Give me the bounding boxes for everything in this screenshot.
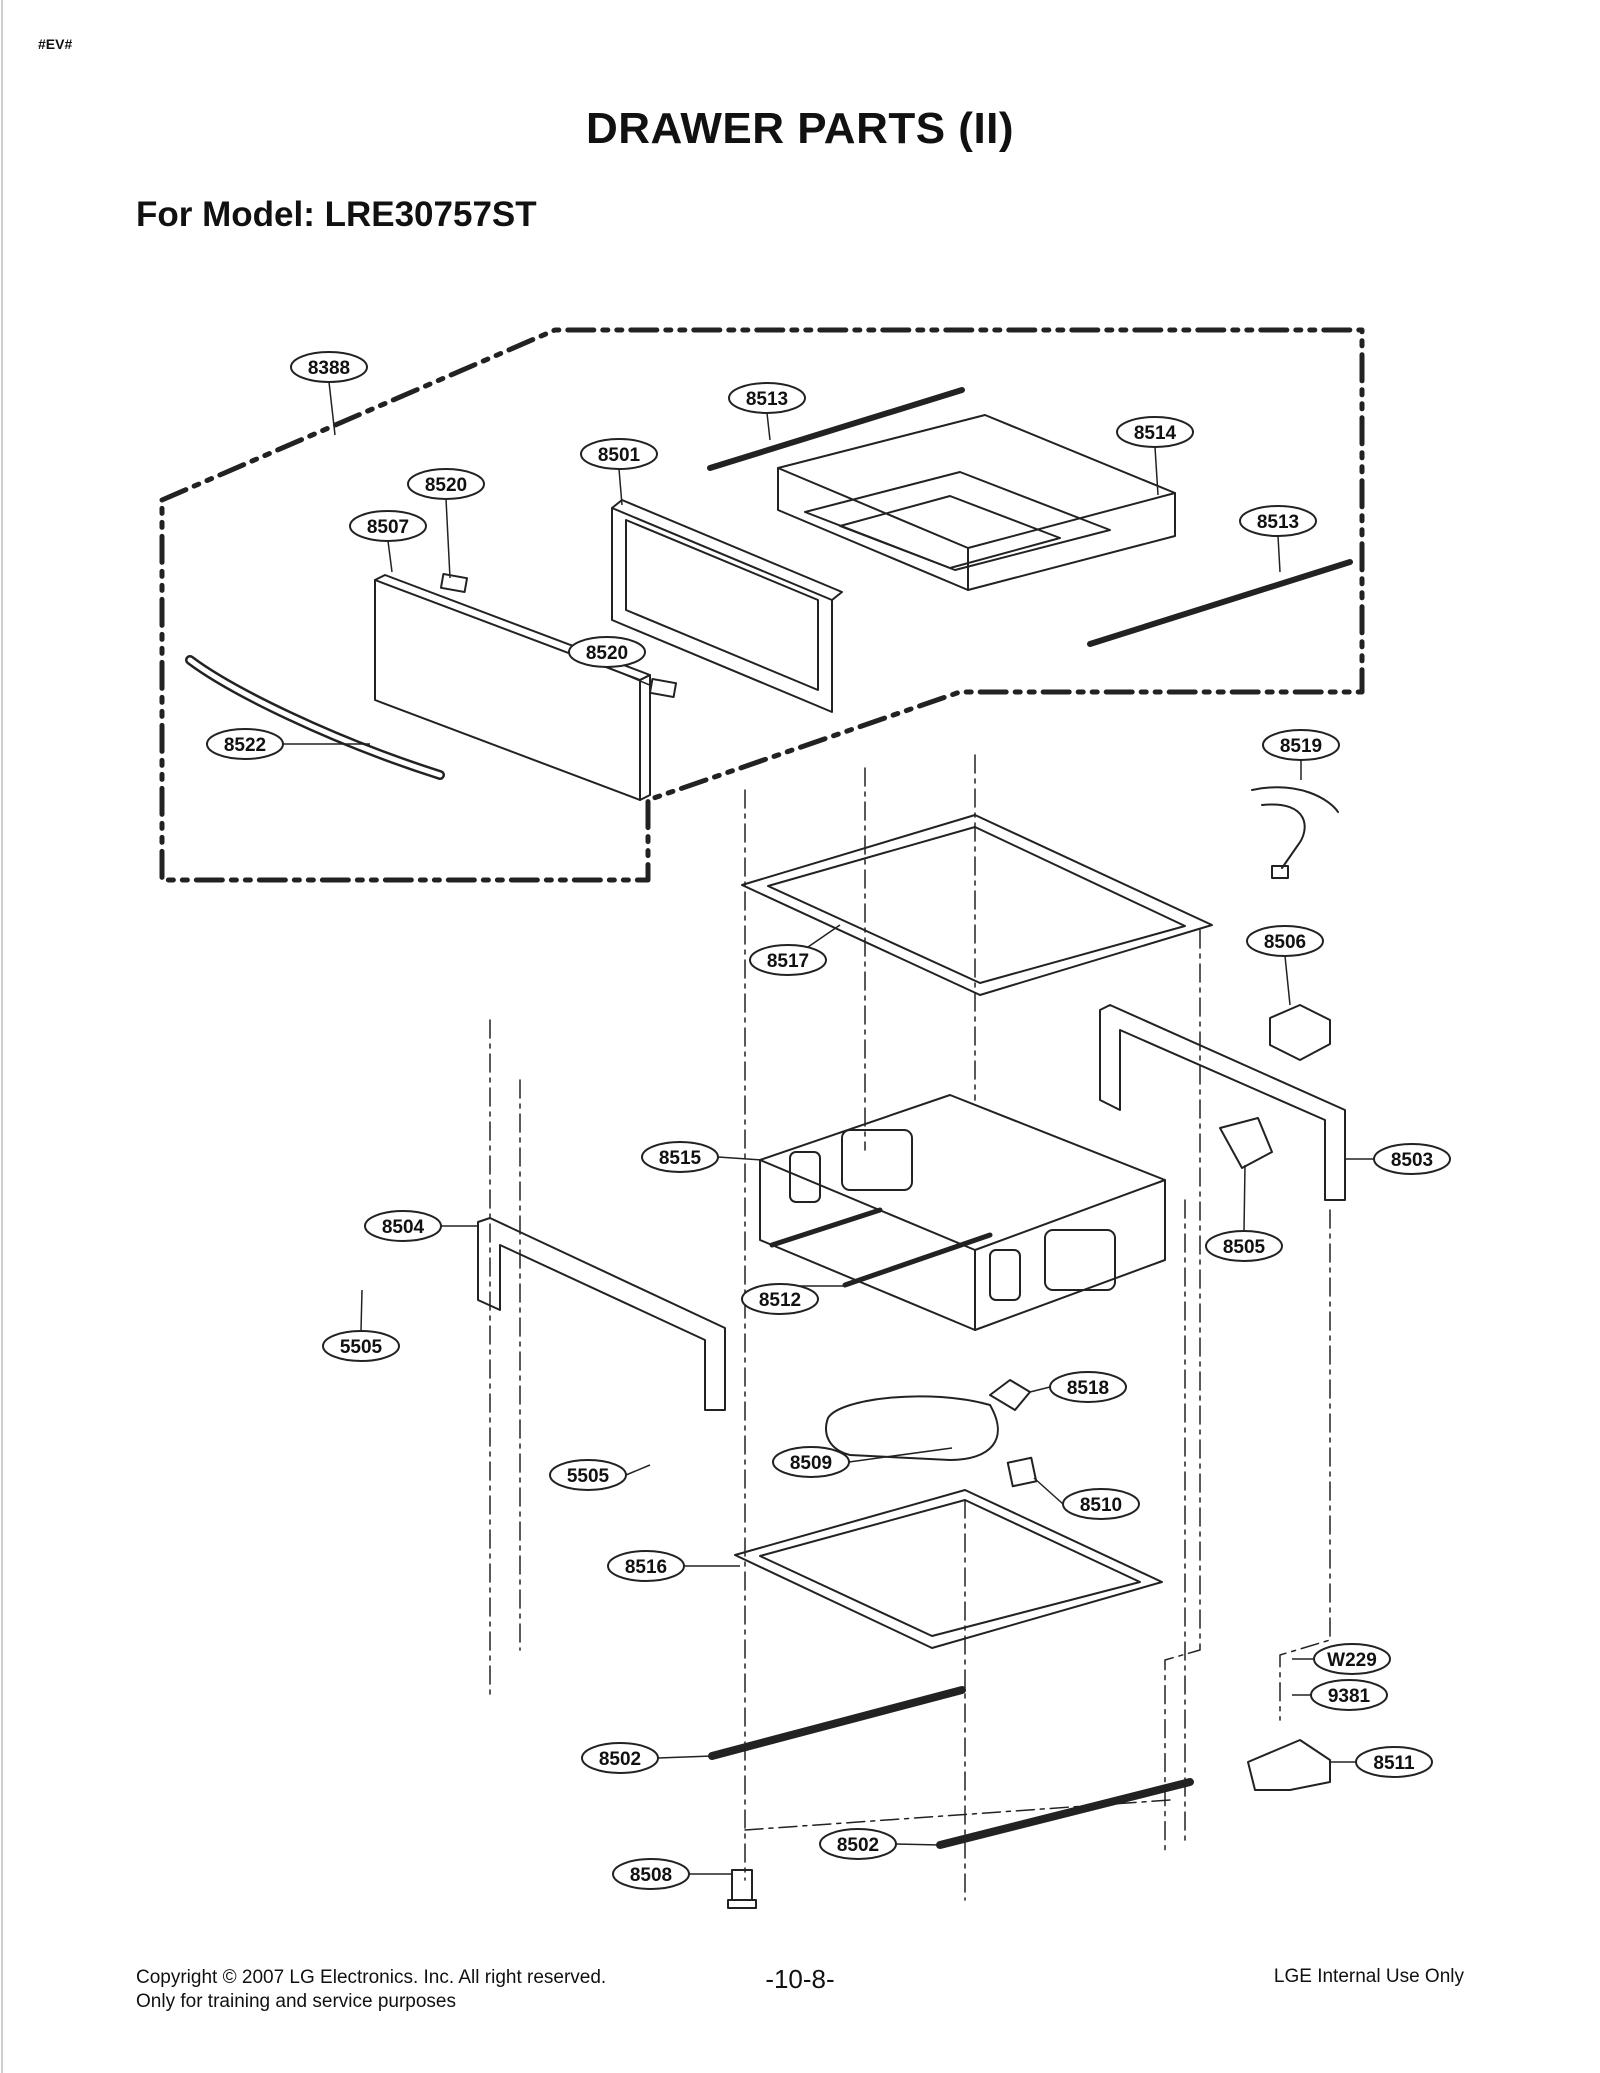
svg-text:8522: 8522 bbox=[224, 735, 266, 756]
svg-text:8520: 8520 bbox=[586, 643, 628, 664]
page-number: -10-8- bbox=[765, 1964, 835, 1994]
svg-text:8520: 8520 bbox=[425, 475, 467, 496]
copyright-text: Copyright © 2007 LG Electronics. Inc. Al… bbox=[136, 1967, 607, 1988]
callout-5505-upper: 5505 bbox=[322, 1289, 400, 1362]
part-8506-bracket bbox=[1269, 1004, 1331, 1061]
callout-8509: 8509 bbox=[772, 1446, 953, 1478]
part-8509-element bbox=[825, 1395, 999, 1461]
callout-8504: 8504 bbox=[364, 1210, 478, 1242]
callout-8522: 8522 bbox=[206, 728, 370, 760]
usage-note: LGE Internal Use Only bbox=[1273, 1966, 1464, 1987]
part-8514-drawer-box bbox=[777, 414, 1176, 591]
callout-8510: 8510 bbox=[1033, 1477, 1140, 1520]
part-8508-leveler bbox=[727, 1869, 757, 1909]
callout-8512: 8512 bbox=[741, 1283, 845, 1315]
svg-text:8512: 8512 bbox=[759, 1290, 801, 1311]
part-8504-front-frame bbox=[477, 1217, 726, 1411]
part-8518-terminal bbox=[989, 1379, 1031, 1411]
part-8520-bracket-lower bbox=[648, 678, 678, 698]
svg-text:5505: 5505 bbox=[340, 1337, 383, 1358]
part-8512-strip-lower bbox=[842, 1232, 993, 1288]
training-note: Only for training and service purposes bbox=[136, 1991, 456, 2012]
part-8513-rail-left bbox=[707, 387, 965, 471]
callout-8520-upper: 8520 bbox=[407, 468, 485, 579]
callout-8505: 8505 bbox=[1205, 1164, 1283, 1262]
part-8513-rail-right bbox=[1087, 559, 1353, 647]
svg-text:8517: 8517 bbox=[767, 951, 809, 972]
model-subtitle: For Model: LRE30757ST bbox=[136, 195, 537, 234]
svg-text:8513: 8513 bbox=[1257, 512, 1299, 533]
callout-5505-lower: 5505 bbox=[549, 1459, 651, 1491]
svg-text:8515: 8515 bbox=[659, 1148, 702, 1169]
assembly-boundary bbox=[159, 327, 1365, 883]
part-8507-drawer-front bbox=[374, 574, 651, 801]
part-8517-top-panel bbox=[741, 814, 1213, 996]
part-8502-slide-right bbox=[936, 1778, 1194, 1849]
callout-8502-right: 8502 bbox=[819, 1828, 941, 1860]
assembly-guide-lines bbox=[489, 754, 1331, 1901]
callout-8508: 8508 bbox=[612, 1858, 732, 1890]
svg-text:8505: 8505 bbox=[1223, 1237, 1266, 1258]
part-8501-drawer-frame bbox=[611, 499, 843, 713]
callout-9381: 9381 bbox=[1292, 1679, 1388, 1711]
callout-8507: 8507 bbox=[349, 510, 427, 573]
svg-text:8502: 8502 bbox=[599, 1749, 641, 1770]
callout-8519: 8519 bbox=[1262, 729, 1340, 780]
part-8512-strip bbox=[769, 1207, 883, 1248]
callout-8513-upper: 8513 bbox=[728, 382, 806, 441]
svg-text:8511: 8511 bbox=[1373, 1753, 1415, 1774]
part-8502-slide-left bbox=[708, 1686, 966, 1760]
svg-text:8518: 8518 bbox=[1067, 1378, 1109, 1399]
svg-text:W229: W229 bbox=[1327, 1650, 1377, 1671]
svg-text:8503: 8503 bbox=[1391, 1150, 1433, 1171]
part-8505-cover bbox=[1219, 1117, 1273, 1169]
callout-8511: 8511 bbox=[1330, 1746, 1433, 1778]
part-8503-back-frame bbox=[1099, 1004, 1346, 1201]
svg-text:8510: 8510 bbox=[1080, 1495, 1122, 1516]
footer-left: Copyright © 2007 LG Electronics. Inc. Al… bbox=[136, 1966, 606, 2014]
callout-8502-left: 8502 bbox=[581, 1742, 713, 1774]
svg-text:8516: 8516 bbox=[625, 1557, 667, 1578]
callout-labels: 8388 8513 8514 8501 8520 8507 8513 8520 … bbox=[206, 351, 1451, 1890]
callout-8516: 8516 bbox=[607, 1550, 740, 1582]
svg-text:8388: 8388 bbox=[308, 358, 350, 379]
svg-text:8502: 8502 bbox=[837, 1835, 879, 1856]
callout-8501: 8501 bbox=[580, 438, 658, 506]
svg-text:8519: 8519 bbox=[1280, 736, 1322, 757]
page-title: DRAWER PARTS (II) bbox=[585, 104, 1015, 153]
callout-8503: 8503 bbox=[1345, 1143, 1451, 1175]
svg-text:9381: 9381 bbox=[1328, 1686, 1371, 1707]
svg-text:8507: 8507 bbox=[367, 517, 409, 538]
callout-8517: 8517 bbox=[749, 924, 841, 976]
svg-text:8513: 8513 bbox=[746, 389, 788, 410]
callout-8514: 8514 bbox=[1116, 416, 1194, 496]
svg-text:8508: 8508 bbox=[630, 1865, 672, 1886]
svg-text:5505: 5505 bbox=[567, 1466, 610, 1487]
svg-text:8514: 8514 bbox=[1134, 423, 1177, 444]
page-border bbox=[1, 0, 3, 2073]
part-8515-inner-cavity bbox=[759, 1094, 1166, 1331]
callout-8518: 8518 bbox=[1029, 1371, 1127, 1403]
callout-8388: 8388 bbox=[290, 351, 368, 436]
svg-text:8504: 8504 bbox=[382, 1217, 425, 1238]
svg-text:8509: 8509 bbox=[790, 1453, 832, 1474]
corner-mark: #EV# bbox=[38, 36, 73, 52]
callout-W229: W229 bbox=[1292, 1643, 1391, 1675]
callout-8506: 8506 bbox=[1246, 925, 1324, 1006]
callout-8520-lower: 8520 bbox=[568, 636, 653, 687]
part-8522-handle bbox=[185, 655, 445, 780]
part-8510-sensor bbox=[1006, 1456, 1038, 1488]
callout-8515: 8515 bbox=[641, 1141, 763, 1173]
part-8519-wire-harness bbox=[1251, 786, 1339, 879]
svg-text:8506: 8506 bbox=[1264, 932, 1306, 953]
part-8516-floor-panel bbox=[734, 1489, 1163, 1649]
svg-text:8501: 8501 bbox=[598, 445, 641, 466]
part-8511-bracket bbox=[1247, 1739, 1331, 1791]
callout-8513-lower: 8513 bbox=[1239, 505, 1317, 573]
part-8520-bracket-upper bbox=[439, 573, 469, 593]
